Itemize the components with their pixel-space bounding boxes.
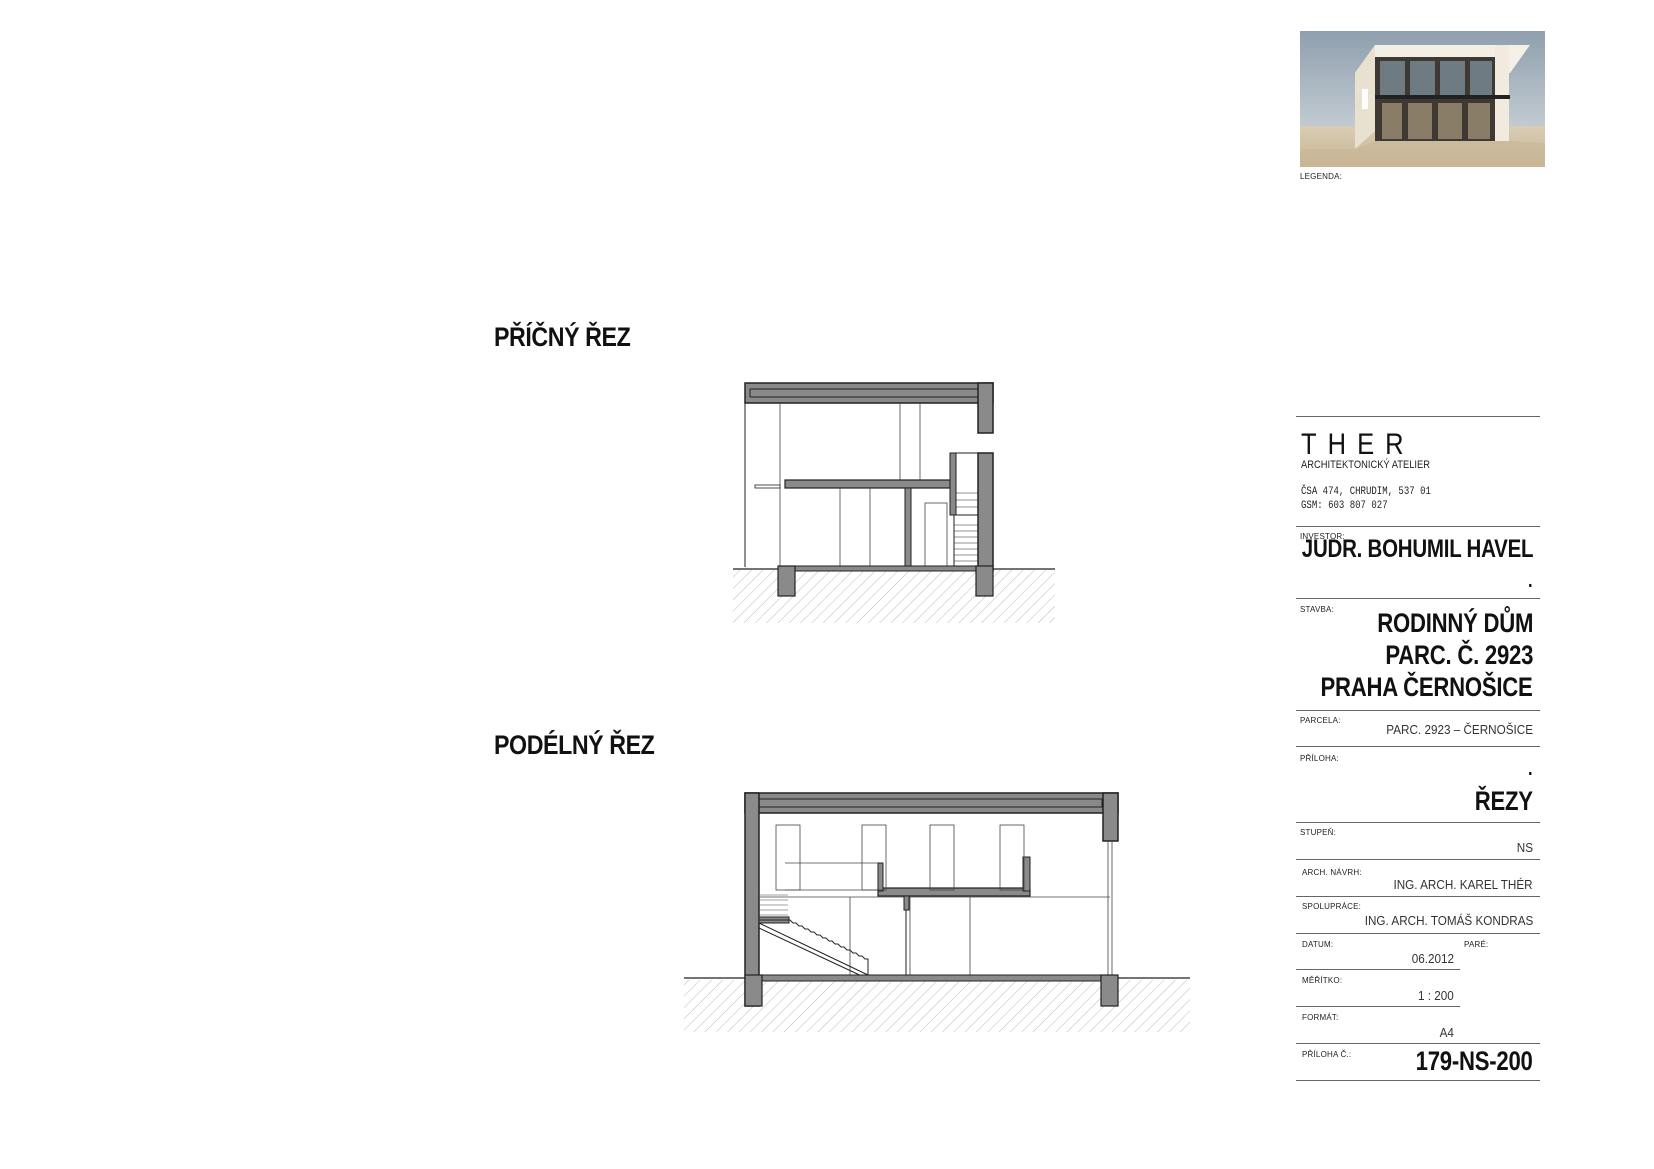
left-wall [744,792,760,1007]
footing-right [975,565,994,597]
parcela-value: PARC. 2923 – ČERNOŠICE [1386,722,1533,737]
footing-left [744,974,763,1007]
cross-section-title: PŘÍČNÝ ŘEZ [494,322,631,352]
company-phone: GSM: 603 807 027 [1301,500,1388,512]
right-wall [977,452,994,572]
priloha-label: PŘÍLOHA: [1300,754,1339,763]
footing-right [1100,974,1119,1007]
legend-label: LEGENDA: [1300,172,1343,181]
pare-label: PARÉ: [1464,940,1489,949]
longitudinal-section-title: PODÉLNÝ ŘEZ [494,730,655,760]
parcela-label: PARCELA: [1300,716,1341,725]
stavba-label: STAVBA: [1300,605,1335,614]
priloha-c-label: PŘÍLOHA Č.: [1302,1050,1352,1059]
spoluprace-value: ING. ARCH. TOMÁŠ KONDRAS [1364,913,1533,928]
company-address: ČSA 474, CHRUDIM, 537 01 [1301,486,1431,498]
stupen-value: NS [1516,840,1533,855]
datum-value: 06.2012 [1411,951,1454,966]
datum-label: DATUM: [1302,940,1334,949]
priloha-c-value: 179-NS-200 [1416,1046,1533,1076]
format-label: FORMÁT: [1302,1013,1339,1022]
longitudinal-section-drawing [684,792,1190,1032]
footing-left [777,565,796,597]
floor-slab [784,479,951,489]
arch-label: ARCH. NÁVRH: [1302,868,1362,877]
meritko-value: 1 : 200 [1418,988,1454,1003]
stavba-line-3: PRAHA ČERNOŠICE [1321,672,1533,702]
stavba-line-1: RODINNÝ DŮM [1377,608,1533,638]
investor-label: INVESTOR: [1300,532,1345,541]
company-logo-text: THER [1301,428,1415,461]
stavba-line-2: PARC. Č. 2923 [1385,640,1533,670]
stupen-label: STUPEŇ: [1300,828,1337,837]
meritko-label: MĚŘÍTKO: [1302,976,1343,985]
format-value: A4 [1439,1025,1454,1040]
arch-value: ING. ARCH. KAREL THÉR [1393,877,1533,892]
investor-dot: . [1527,570,1533,592]
house-render-image [1300,31,1545,167]
spoluprace-label: SPOLUPRÁCE: [1302,902,1362,911]
priloha-value: ŘEZY [1474,786,1533,816]
priloha-dot: . [1527,758,1533,780]
company-subtitle: ARCHITEKTONICKÝ ATELIER [1301,459,1431,471]
cross-section-drawing [733,382,1055,623]
investor-value: JUDR. BOHUMIL HAVEL [1301,535,1534,563]
